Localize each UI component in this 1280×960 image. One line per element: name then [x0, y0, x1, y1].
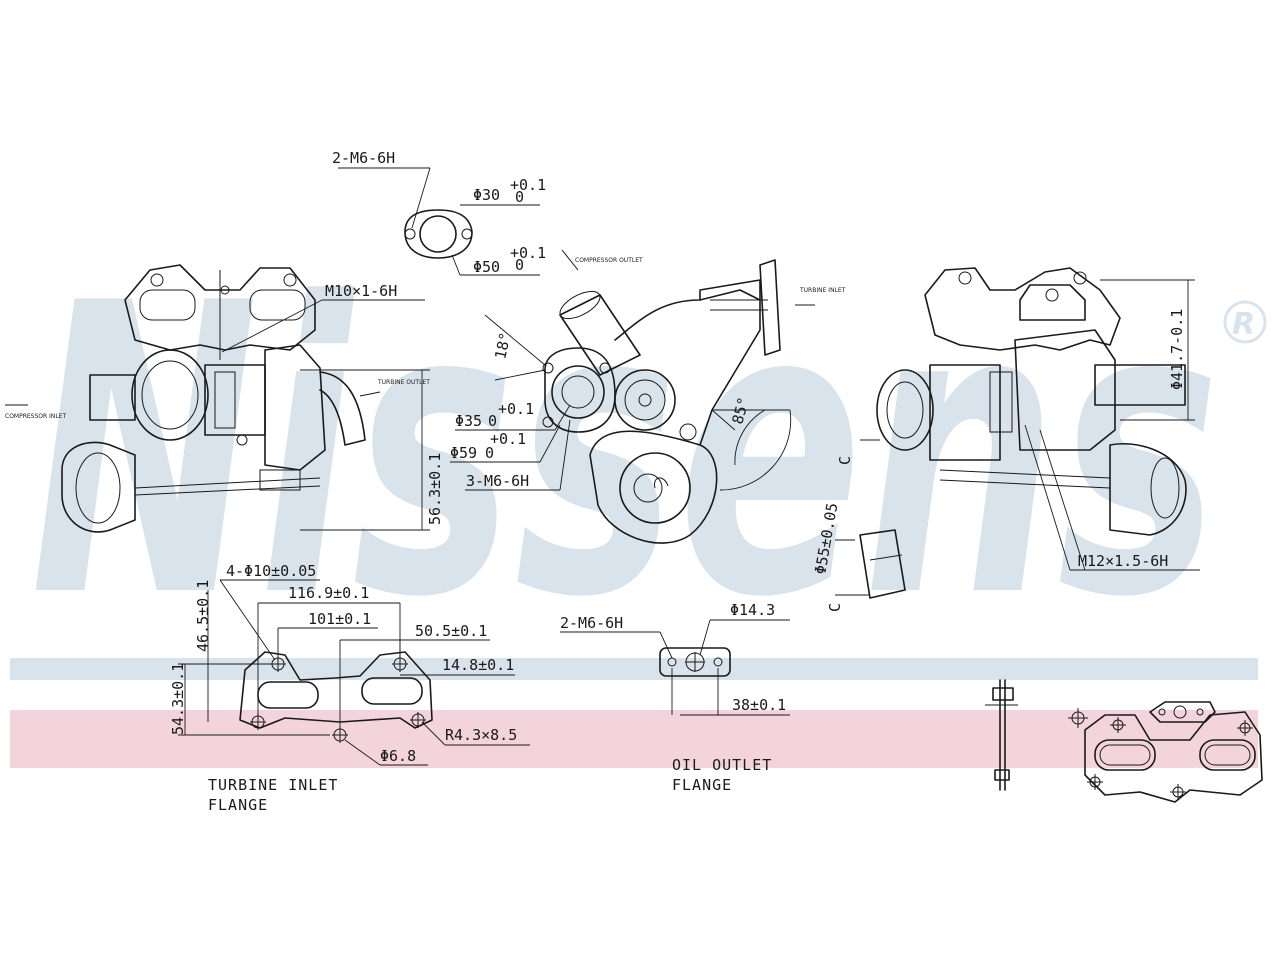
registered-mark: R	[1232, 307, 1255, 342]
caption-oil-line2: FLANGE	[672, 776, 732, 794]
c-mark-2: C	[826, 603, 844, 612]
oil-outlet-flange: 2-M6-6H Φ14.3 38±0.1 OIL OUTLET FLANGE	[560, 601, 790, 794]
label-d143: Φ14.3	[730, 601, 775, 619]
c-mark-1: C	[836, 456, 854, 465]
label-d505: 50.5±0.1	[415, 622, 487, 640]
label-m10: M10×1-6H	[325, 282, 397, 300]
caption-oil-line1: OIL OUTLET	[672, 756, 772, 774]
watermark-band-blue	[10, 658, 1258, 680]
label-d1169: 116.9±0.1	[288, 584, 369, 602]
label-d30: Φ30	[473, 186, 500, 204]
tol-plus-1: +0.1	[510, 176, 546, 194]
tol-zero-1: 0	[515, 188, 524, 206]
caption-turbine-line1: TURBINE INLET	[208, 776, 338, 794]
label-d148: 14.8±0.1	[442, 656, 514, 674]
stud-bolt	[985, 679, 1018, 791]
label-oil-thread: 2-M6-6H	[560, 614, 623, 632]
label-compressor-outlet: COMPRESSOR OUTLET	[575, 257, 643, 264]
label-m6-3: 3-M6-6H	[466, 472, 529, 490]
label-turbine-outlet: TURBINE OUTLET	[377, 379, 430, 386]
label-d50: Φ50	[473, 258, 500, 276]
label-d543: 54.3±0.1	[169, 663, 187, 735]
registered-mark-circle	[1223, 300, 1267, 344]
dim-d417: Φ41.7-0.1	[1168, 309, 1186, 390]
tol-zero-2: 0	[515, 256, 524, 274]
label-top-thread: 2-M6-6H	[332, 149, 395, 167]
watermark: Nissens R	[10, 220, 1267, 768]
turbo-side-view-left: COMPRESSOR INLET TURBINE OUTLET 56.3±0.1…	[5, 264, 444, 533]
tol-plus-3: +0.1	[498, 400, 534, 418]
dim-56-3: 56.3±0.1	[426, 453, 444, 525]
watermark-band-red	[10, 710, 1258, 768]
label-d59: Φ59	[450, 444, 477, 462]
label-d101: 101±0.1	[308, 610, 371, 628]
turbo-side-view-right: Φ41.7-0.1 M12×1.5-6H C	[836, 267, 1200, 571]
label-turbine-inlet: TURBINE INLET	[799, 287, 846, 294]
tol-plus-4: +0.1	[490, 430, 526, 448]
caption-turbine-line2: FLANGE	[208, 796, 268, 814]
tol-zero-3: 0	[488, 412, 497, 430]
label-d38: 38±0.1	[732, 696, 786, 714]
label-d465: 46.5±0.1	[194, 580, 212, 652]
manifold-gasket	[1068, 701, 1263, 803]
label-compressor-inlet: COMPRESSOR INLET	[5, 413, 66, 420]
compressor-outlet-flange: 2-M6-6H Φ30 +0.1 0 Φ50 +0.1 0	[332, 149, 546, 276]
dim-angle-18: 18°	[491, 331, 514, 361]
label-d68: Φ6.8	[380, 747, 416, 765]
label-flange-holes: 4-Φ10±0.05	[226, 562, 316, 580]
turbo-front-view-center: COMPRESSOR OUTLET TURBINE INLET 18° Φ35 …	[450, 249, 846, 544]
turbine-inlet-flange: 4-Φ10±0.05 116.9±0.1 101±0.1 50.5±0.1 14…	[169, 562, 530, 814]
label-m12: M12×1.5-6H	[1078, 552, 1168, 570]
label-r43: R4.3×8.5	[445, 726, 517, 744]
label-d35: Φ35	[455, 412, 482, 430]
tol-plus-2: +0.1	[510, 244, 546, 262]
tol-zero-4: 0	[485, 444, 494, 462]
